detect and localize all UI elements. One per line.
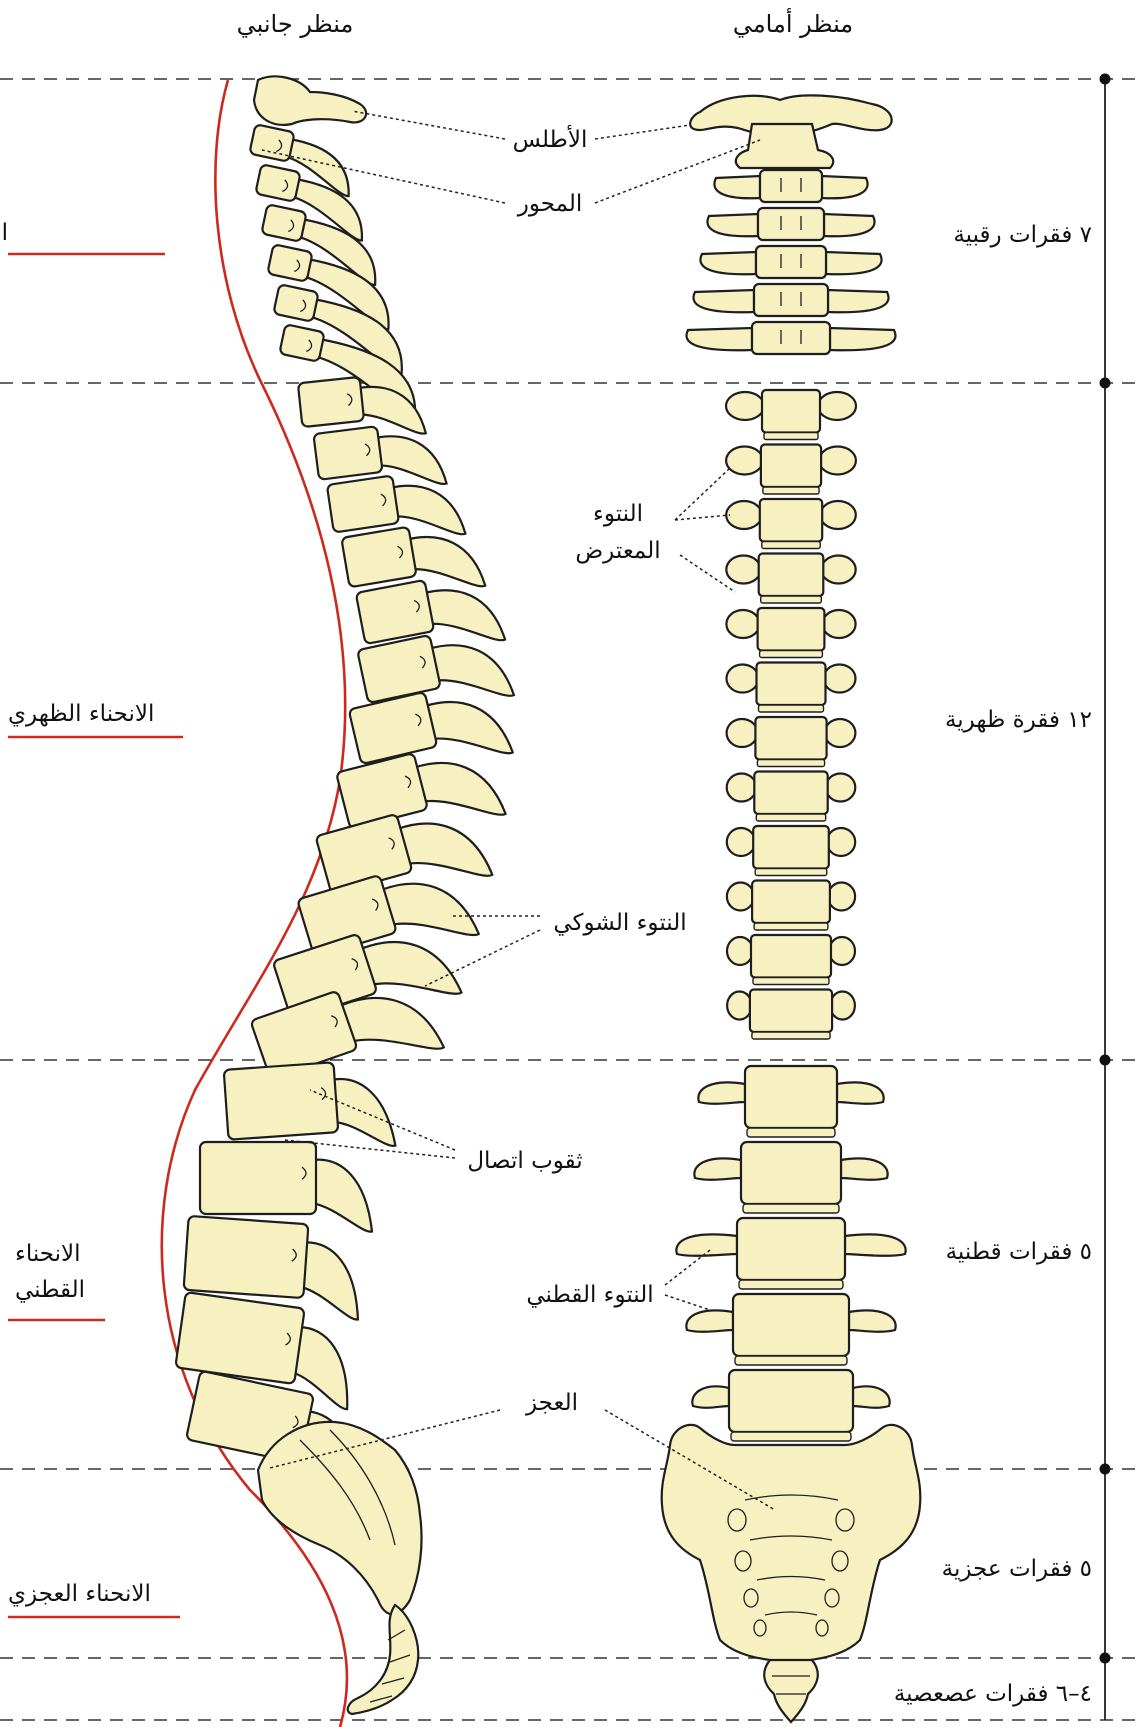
- anterior-spine: [660, 94, 922, 1724]
- sacrum-lateral-ridges: [299, 1429, 396, 1546]
- coccyx-anterior: [763, 1658, 819, 1724]
- thoracic-vertebra-lateral: [336, 753, 507, 829]
- thoracic-vertebra-lateral: [357, 634, 516, 704]
- thoracic-vertebra: [725, 552, 857, 604]
- thoracic-vertebra: [725, 879, 857, 931]
- thoracic-vertebra-lateral: [297, 875, 481, 957]
- lateral-view-title: منظر جانبي: [237, 10, 354, 38]
- thoracic-vertebra: [725, 497, 857, 550]
- label-sacrum: العجز: [525, 1390, 578, 1416]
- label-transverse-process-line2: المعترض: [575, 538, 660, 564]
- region-cervical: ٧ فقرات رقبية: [953, 222, 1092, 248]
- region-coccygeal: ٤–٦ فقرات عصعصية: [894, 1681, 1092, 1707]
- leader-lines: [261, 110, 776, 1511]
- lumbar-vertebra: [691, 1368, 891, 1442]
- atlas-vertebra: [689, 94, 893, 137]
- thoracic-vertebra: [725, 933, 857, 986]
- thoracic-vertebra: [725, 661, 857, 713]
- cervical-vertebra-lateral: [255, 164, 363, 242]
- region-thoracic: ١٢ فقرة ظهرية: [945, 707, 1092, 733]
- lumbar-vertebra-lateral: [222, 1061, 397, 1147]
- label-spinous-process: النتوء الشوكي: [553, 910, 686, 936]
- thoracic-vertebra: [724, 388, 858, 441]
- curvature-lumbar-line1: الانحناء: [15, 1241, 81, 1267]
- structure-labels: الأطلس المحور النتوء المعترض النتوء الشو…: [467, 125, 686, 1416]
- region-dividers: [0, 78, 1136, 1721]
- label-intervertebral-foramina: ثقوب اتصال: [467, 1148, 582, 1174]
- region-axis: [1099, 73, 1111, 1720]
- coccyx-lateral: [346, 1603, 420, 1716]
- cervical-vertebra-lateral: [261, 204, 377, 286]
- sacrum-lateral: [256, 1420, 423, 1616]
- thoracic-vertebra: [725, 824, 857, 877]
- cervical-vertebra-lateral: [249, 124, 350, 198]
- thoracic-vertebra-lateral: [312, 425, 448, 485]
- thoracic-vertebra: [724, 443, 857, 495]
- thoracic-vertebra: [725, 770, 857, 822]
- thoracic-vertebra: [725, 606, 857, 659]
- axis-dot: [1099, 73, 1111, 85]
- axis-dot: [1099, 1652, 1111, 1664]
- cervical-vertebra: [685, 320, 897, 356]
- sacral-foramina: [727, 1494, 855, 1637]
- lumbar-vertebra-lateral: [182, 1215, 360, 1321]
- coccyx-lateral-segments: [369, 1629, 411, 1703]
- thoracic-vertebra: [725, 715, 857, 768]
- axis-dot: [1099, 377, 1111, 389]
- curvature-labels: الانحناء الرقبي الانحناء الظهري الانحناء…: [0, 220, 183, 1619]
- axis-dot: [1099, 1463, 1111, 1475]
- lumbar-vertebra-lateral: [174, 1291, 349, 1411]
- thoracic-vertebra-lateral: [348, 691, 515, 765]
- thoracic-vertebra-lateral: [355, 579, 507, 645]
- axis-dot: [1099, 1054, 1111, 1066]
- curvature-thoracic: الانحناء الظهري: [8, 701, 154, 727]
- thoracic-vertebra-lateral: [315, 814, 494, 894]
- lumbar-vertebra: [693, 1140, 889, 1214]
- thoracic-vertebra-lateral: [250, 991, 446, 1079]
- lateral-spine: [174, 75, 516, 1716]
- region-sacral: ٥ فقرات عجزية: [942, 1556, 1092, 1582]
- cervical-vertebra: [699, 244, 883, 280]
- coccyx-segments: [772, 1675, 810, 1695]
- lumbar-vertebra-lateral: [198, 1140, 374, 1233]
- spinal-curvature-line: [160, 79, 349, 1727]
- anterior-view-title: منظر أمامي: [733, 8, 853, 38]
- cervical-vertebra: [713, 168, 869, 204]
- thoracic-vertebra-lateral: [326, 475, 467, 536]
- label-transverse-process-line1: النتوء: [593, 501, 643, 527]
- curvature-sacral: الانحناء العجزي: [8, 1581, 151, 1607]
- thoracic-vertebra-lateral: [341, 526, 487, 588]
- axis-vertebra: [734, 122, 835, 170]
- label-atlas: الأطلس: [513, 125, 588, 153]
- lumbar-vertebra: [697, 1064, 885, 1138]
- region-labels: ٧ فقرات رقبية ١٢ فقرة ظهرية ٥ فقرات قطني…: [894, 222, 1092, 1707]
- cervical-vertebra: [706, 206, 876, 242]
- thoracic-vertebra-lateral: [297, 376, 428, 435]
- label-costal-process: النتوء القطني: [526, 1282, 653, 1308]
- thoracic-vertebra: [725, 988, 856, 1040]
- cervical-vertebra: [692, 282, 890, 318]
- sacrum-anterior: [660, 1423, 922, 1664]
- curvature-lumbar-line2: القطني: [15, 1277, 85, 1303]
- lumbar-vertebra: [685, 1292, 897, 1366]
- curvature-cervical: الانحناء الرقبي: [0, 220, 8, 246]
- region-lumbar: ٥ فقرات قطنية: [946, 1239, 1092, 1265]
- atlas-lateral: [252, 75, 368, 126]
- cervical-vertebra-lateral: [267, 244, 390, 331]
- label-axis: المحور: [517, 191, 583, 217]
- lumbar-vertebra: [675, 1216, 907, 1290]
